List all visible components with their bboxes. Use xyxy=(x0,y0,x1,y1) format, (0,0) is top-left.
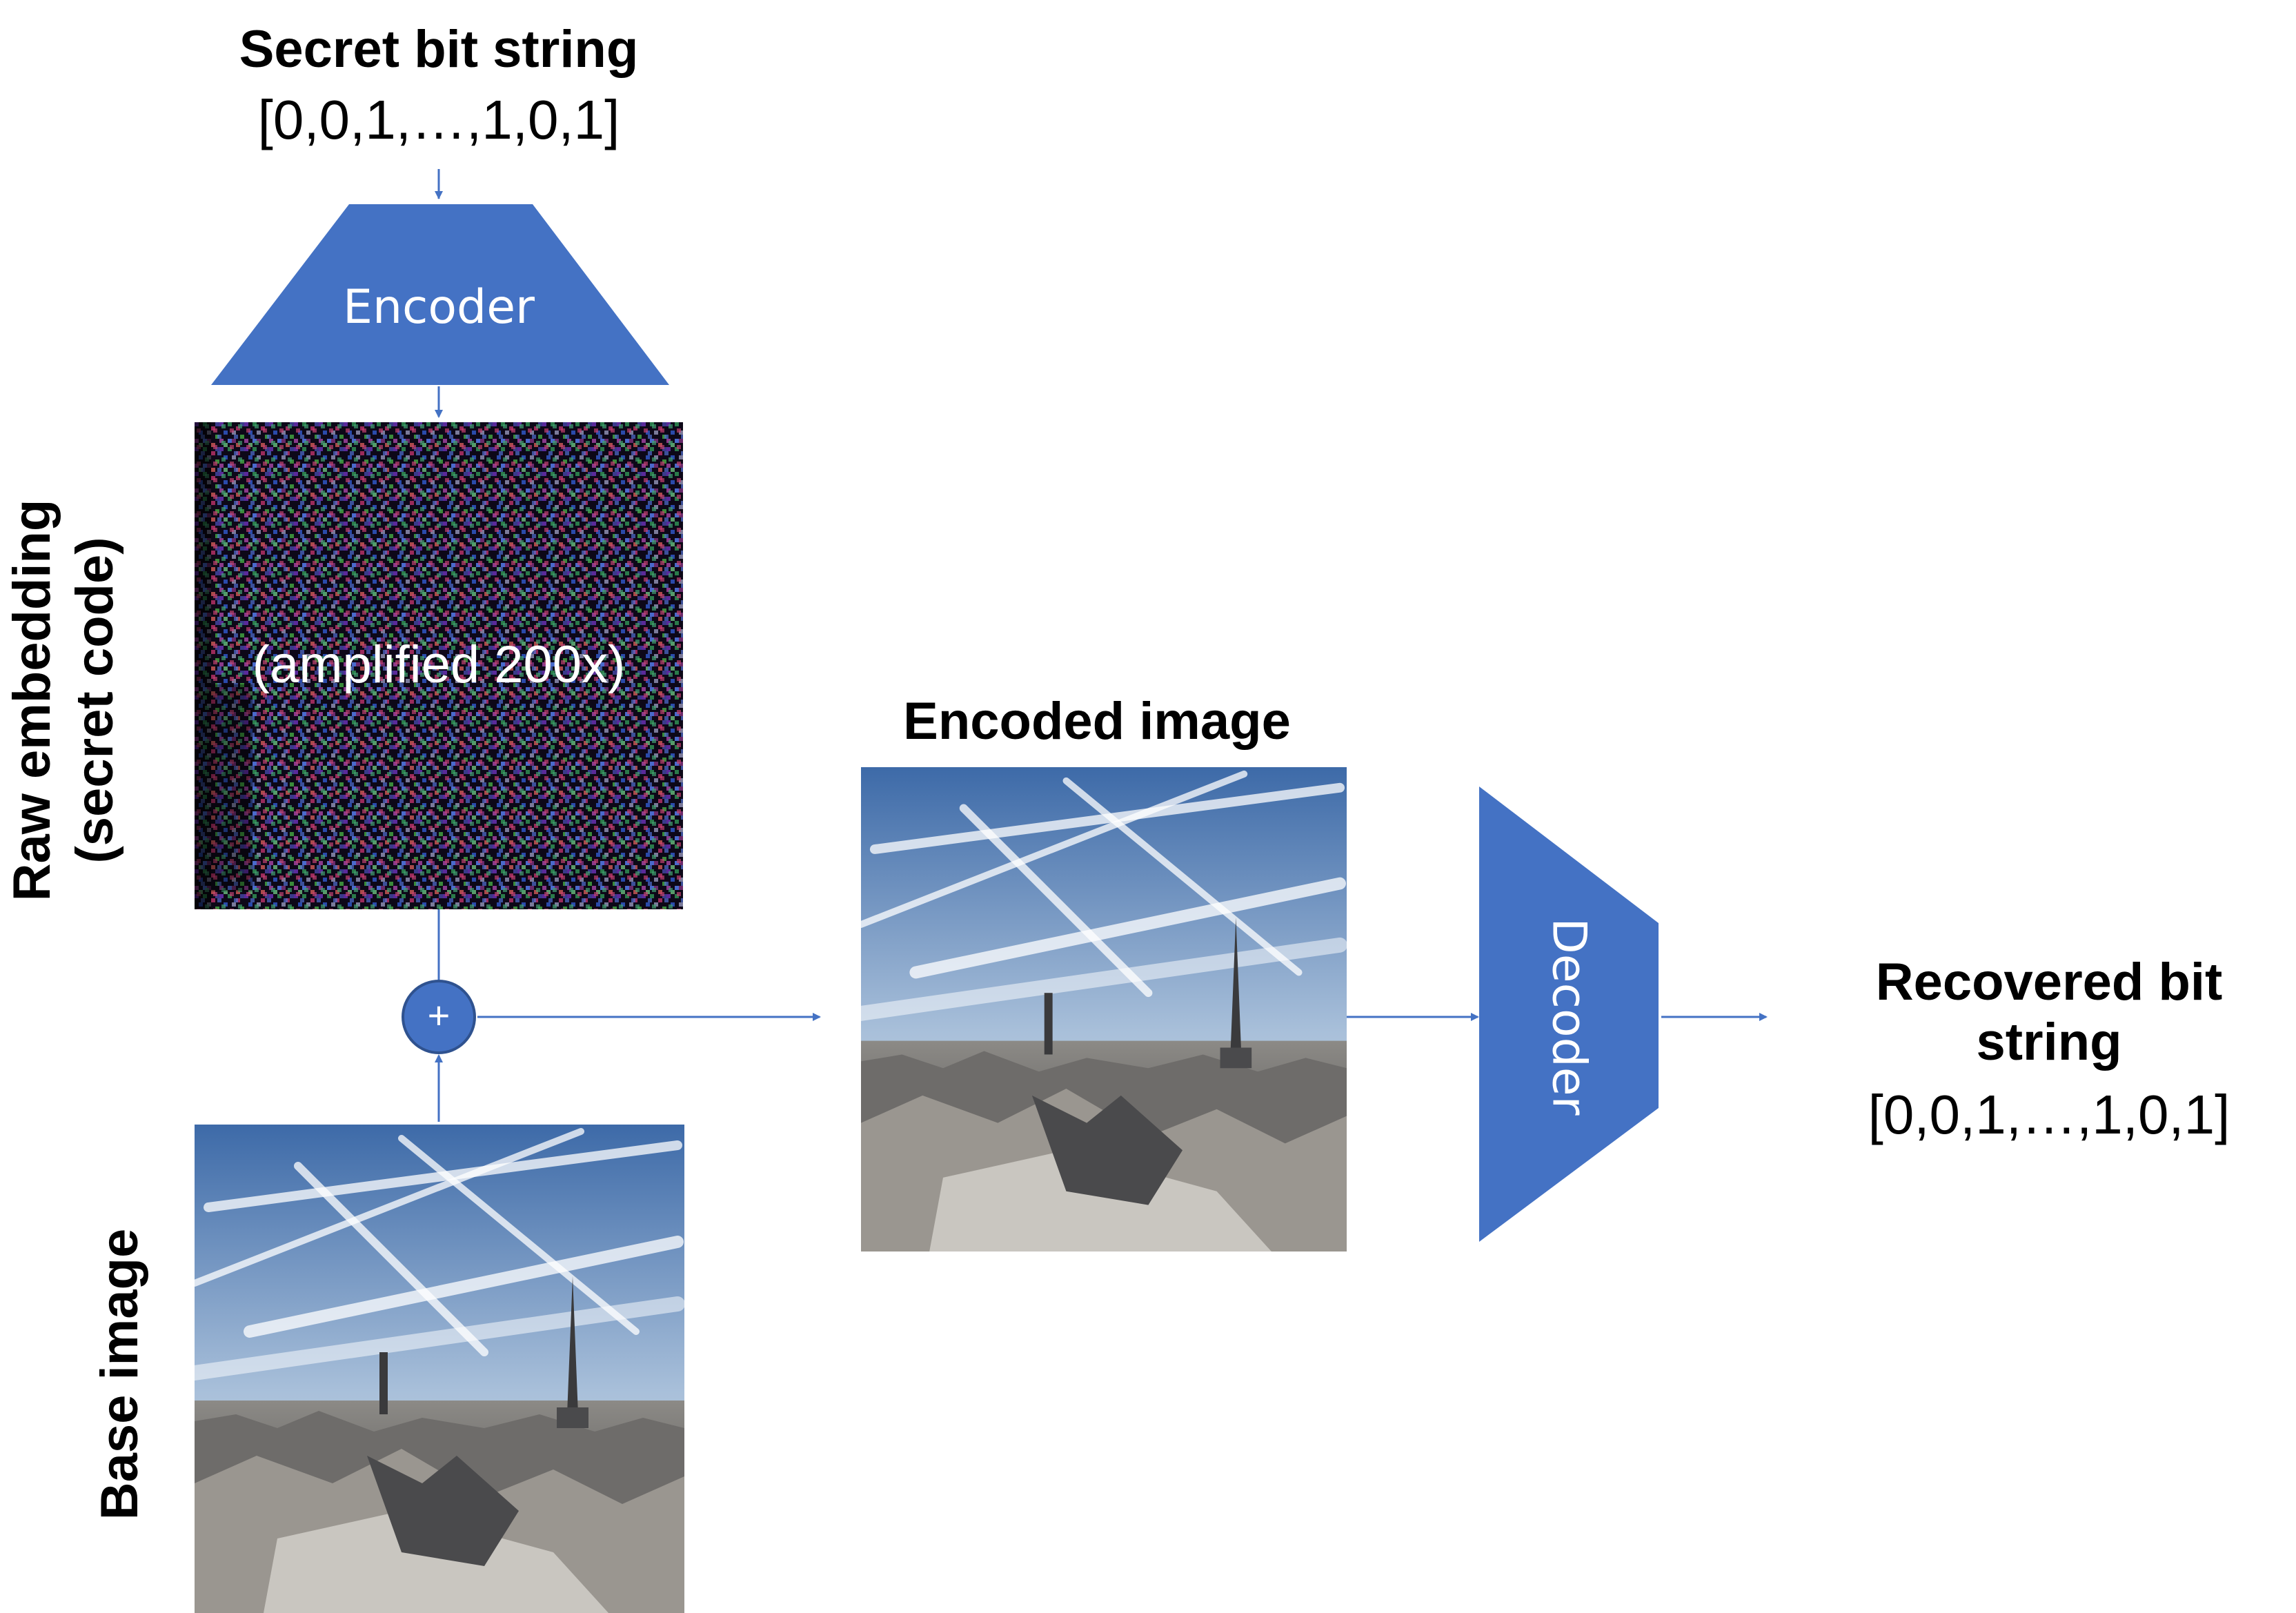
add-circle xyxy=(402,980,476,1054)
recovered-title-line1: Recovered bit xyxy=(1875,953,2223,1011)
encoded-image-title: Encoded image xyxy=(903,692,1291,751)
recovered-title: Recovered bit string xyxy=(1766,952,2296,1073)
embedding-overlay-label: (amplified 200x) xyxy=(252,635,626,694)
encoder-label: Encoder xyxy=(342,280,535,335)
encoder-block xyxy=(211,204,669,385)
base-image-side-label: Base image xyxy=(90,1228,149,1521)
raw-embedding-label-line2: (secret code) xyxy=(66,537,125,864)
add-symbol: + xyxy=(427,993,451,1037)
raw-embedding-image xyxy=(195,422,683,909)
decoder-block xyxy=(1479,786,1659,1242)
secret-bits: [0,0,1,…,1,0,1] xyxy=(257,89,620,150)
recovered-title-line2: string xyxy=(1976,1013,2122,1072)
secret-title: Secret bit string xyxy=(239,20,639,79)
recovered-bits: [0,0,1,…,1,0,1] xyxy=(1868,1084,2230,1145)
decoder-label: Decoder xyxy=(1541,918,1596,1116)
raw-embedding-label-line1: Raw embedding xyxy=(3,499,61,902)
raw-embedding-side-label: Raw embedding (secret code) xyxy=(1,493,132,907)
encoded-image xyxy=(861,766,1347,1253)
base-image xyxy=(195,1125,684,1613)
